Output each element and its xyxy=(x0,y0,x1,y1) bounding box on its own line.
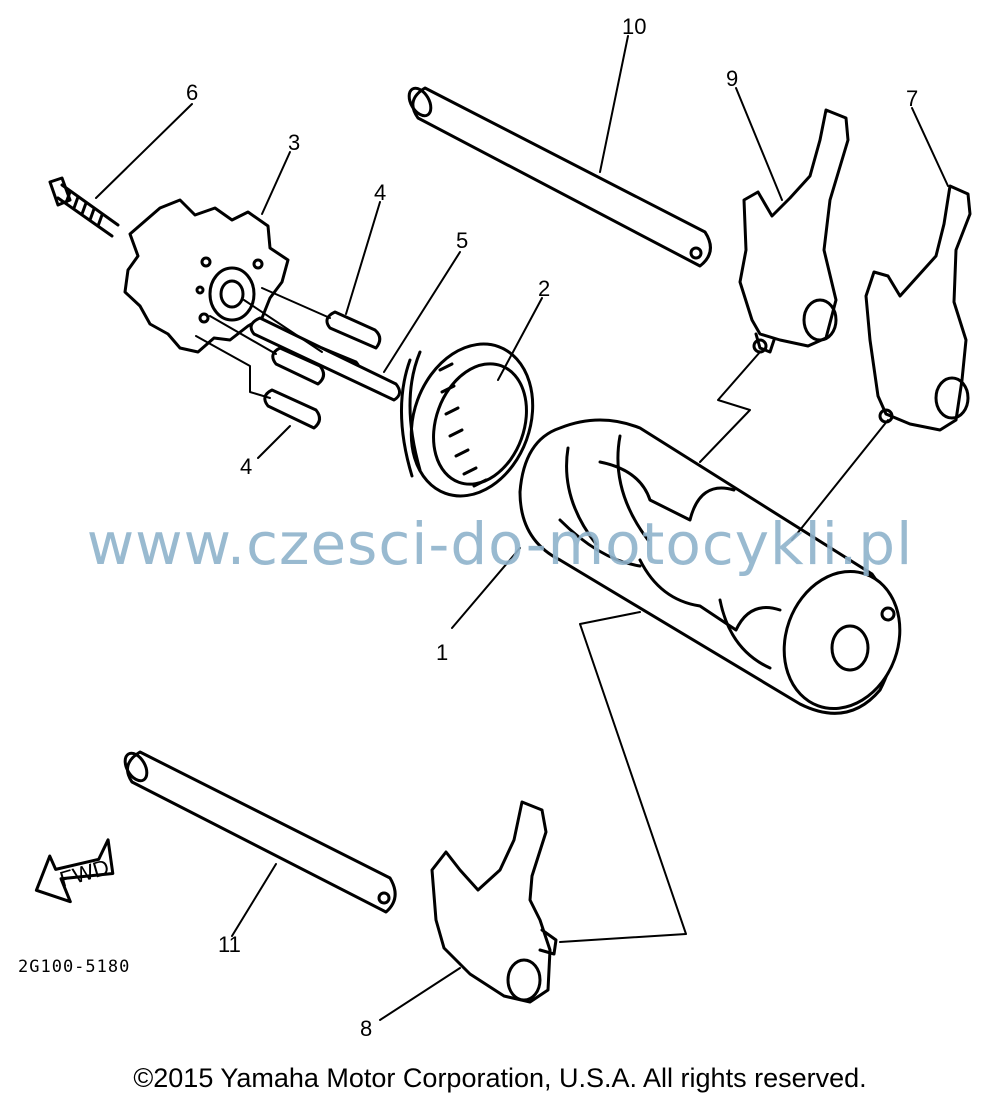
callout-4-upper: 4 xyxy=(374,180,386,205)
screw xyxy=(48,176,120,238)
shift-cam-drum xyxy=(518,418,902,715)
callout-10: 10 xyxy=(622,14,646,39)
callout-6: 6 xyxy=(186,80,198,105)
callout-leader-lines xyxy=(95,35,949,1021)
shift-fork-upper xyxy=(738,108,850,354)
part-code-label: 2G100-5180 xyxy=(18,957,130,977)
shift-fork-lower xyxy=(430,800,558,1004)
bearing xyxy=(399,342,535,498)
callout-3: 3 xyxy=(288,130,300,155)
shift-fork-guide-bar-upper xyxy=(407,86,712,268)
pin xyxy=(249,316,401,402)
exploded-parts-diagram: 1 2 3 4 4 5 6 7 8 9 10 11 FWD 2G100-5180 xyxy=(18,14,972,1041)
callout-7: 7 xyxy=(906,86,918,111)
callout-1: 1 xyxy=(436,640,448,665)
callout-11: 11 xyxy=(218,932,241,957)
assembly-guide-lines xyxy=(195,287,331,399)
shift-fork-guide-bar-lower xyxy=(123,750,397,914)
segment xyxy=(123,198,290,354)
dowel-pin-upper xyxy=(325,310,382,350)
fork-pin-guide-lines xyxy=(559,351,889,943)
forward-direction-arrow-icon xyxy=(34,838,115,904)
callout-4-lower: 4 xyxy=(240,454,252,479)
callout-9: 9 xyxy=(726,66,738,91)
callout-2: 2 xyxy=(538,276,550,301)
forward-label: FWD xyxy=(57,854,112,892)
shift-fork-right xyxy=(864,184,972,432)
callout-8: 8 xyxy=(360,1016,372,1041)
callout-5: 5 xyxy=(456,228,468,253)
dowel-pin-lower xyxy=(263,388,321,430)
copyright-notice: ©2015 Yamaha Motor Corporation, U.S.A. A… xyxy=(133,1063,867,1093)
